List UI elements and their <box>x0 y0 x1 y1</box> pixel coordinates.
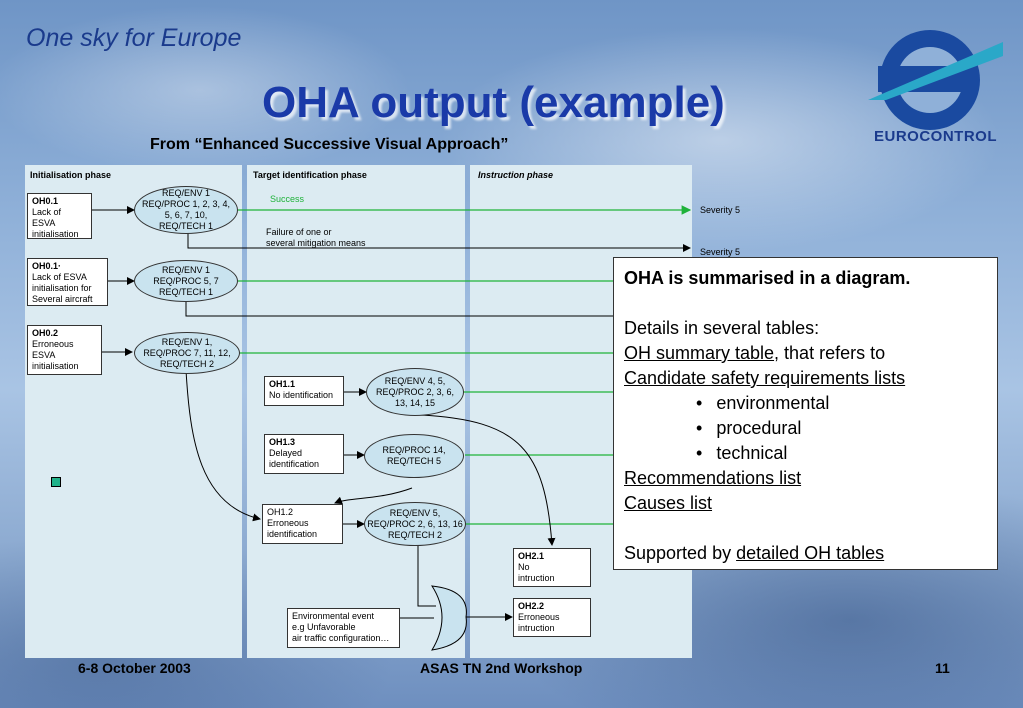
supported-line: Supported by detailed OH tables <box>624 541 987 566</box>
recommendations-link[interactable]: Recommendations list <box>624 468 802 488</box>
hazard-box-oh01b: OH0.1· Lack of ESVA initialisation for S… <box>27 258 108 306</box>
curve-to-oh12 <box>185 369 261 522</box>
hazard-desc: Erroneous intruction <box>518 612 560 633</box>
or-gate-icon <box>431 585 467 651</box>
requirement-ellipse-6: REQ/ENV 5, REQ/PROC 2, 6, 13, 16 REQ/TEC… <box>364 502 466 546</box>
phase-label-instruction: Instruction phase <box>478 170 554 180</box>
hazard-desc: Erroneous identification <box>267 518 318 539</box>
list-item: environmental <box>696 391 987 416</box>
oh-summary-suffix: , that refers to <box>774 343 886 363</box>
hazard-box-oh21: OH2.1 No intruction <box>513 548 591 587</box>
phase-panel-initialisation <box>25 165 242 658</box>
hazard-desc: Delayed identification <box>269 448 320 469</box>
hazard-box-oh22: OH2.2 Erroneous intruction <box>513 598 591 637</box>
hazard-id: OH1.3 <box>269 437 296 447</box>
requirement-ellipse-5: REQ/PROC 14, REQ/TECH 5 <box>364 434 464 478</box>
failure-path <box>187 232 691 252</box>
requirement-ellipse-1: REQ/ENV 1 REQ/PROC 1, 2, 3, 4, 5, 6, 7, … <box>134 186 238 234</box>
causes-link[interactable]: Causes list <box>624 493 713 513</box>
severity-label-2: Severity 5 <box>700 247 741 257</box>
curve-to-oh21 <box>419 414 556 546</box>
hazard-desc: No identification <box>269 390 334 400</box>
hazard-id: OH2.2 <box>518 601 545 611</box>
severity-label-1: Severity 5 <box>700 205 741 215</box>
success-label: Success <box>270 194 305 204</box>
footer-date: 6-8 October 2003 <box>78 660 191 676</box>
footer-page-number: 11 <box>935 660 950 676</box>
requirement-ellipse-4: REQ/ENV 4, 5, REQ/PROC 2, 3, 6, 13, 14, … <box>366 368 464 416</box>
line-to-gate <box>417 544 436 607</box>
detailed-oh-tables-link[interactable]: detailed OH tables <box>736 543 885 563</box>
tagline: One sky for Europe <box>26 24 242 52</box>
hazard-id: OH0.2 <box>32 328 59 338</box>
requirement-ellipse-3: REQ/ENV 1, REQ/PROC 7, 11, 12, REQ/TECH … <box>134 332 240 374</box>
requirement-category-list: environmental procedural technical <box>624 391 987 466</box>
hazard-id: OH2.1 <box>518 551 545 561</box>
supported-prefix: Supported by <box>624 543 737 563</box>
list-item: technical <box>696 441 987 466</box>
hazard-box-oh11: OH1.1 No identification <box>264 376 344 406</box>
hazard-desc: Lack of ESVA initialisation <box>32 207 79 239</box>
info-oh-summary-line: OH summary table, that refers to <box>624 341 987 366</box>
eurocontrol-logo-icon <box>868 30 1003 130</box>
curve-to-oh12b <box>334 487 413 505</box>
hazard-box-oh01: OH0.1 Lack of ESVA initialisation <box>27 193 92 239</box>
hazard-id: OH0.1· <box>32 261 62 271</box>
hazard-desc: Lack of ESVA initialisation for Several … <box>32 272 93 304</box>
hazard-box-oh02: OH0.2 Erroneous ESVA initialisation <box>27 325 102 375</box>
oh-summary-link[interactable]: OH summary table <box>624 343 775 363</box>
slide-subtitle: From “Enhanced Successive Visual Approac… <box>150 136 509 153</box>
info-heading: OHA is summarised in a diagram. <box>624 268 911 288</box>
hazard-box-oh13: OH1.3 Delayed identification <box>264 434 344 474</box>
phase-label-target-identification: Target identification phase <box>253 170 367 180</box>
hazard-id: OH1.1 <box>269 379 296 389</box>
list-item: procedural <box>696 416 987 441</box>
failure-label: Failure of one or several mitigation mea… <box>266 227 366 248</box>
logo-text: EUROCONTROL <box>874 128 997 145</box>
slide-title: OHA output (example) <box>262 78 725 127</box>
footer-workshop: ASAS TN 2nd Workshop <box>420 660 583 676</box>
hazard-id: OH0.1 <box>32 196 59 206</box>
hazard-id: OH1.2 <box>267 507 294 517</box>
candidate-requirements-link[interactable]: Candidate safety requirements lists <box>624 368 906 388</box>
green-square-marker <box>51 477 61 487</box>
info-box: OHA is summarised in a diagram. Details … <box>613 257 998 570</box>
info-details: Details in several tables: <box>624 318 820 338</box>
phase-label-initialisation: Initialisation phase <box>30 170 112 180</box>
failure-path-2 <box>185 300 613 317</box>
hazard-desc: Erroneous ESVA initialisation <box>32 339 79 371</box>
requirement-ellipse-2: REQ/ENV 1 REQ/PROC 5, 7 REQ/TECH 1 <box>134 260 238 302</box>
environmental-event-text: Environmental event e.g Unfavorable air … <box>292 611 390 643</box>
environmental-event-box: Environmental event e.g Unfavorable air … <box>287 608 400 648</box>
hazard-desc: No intruction <box>518 562 555 583</box>
hazard-box-oh12: OH1.2 Erroneous identification <box>262 504 343 544</box>
